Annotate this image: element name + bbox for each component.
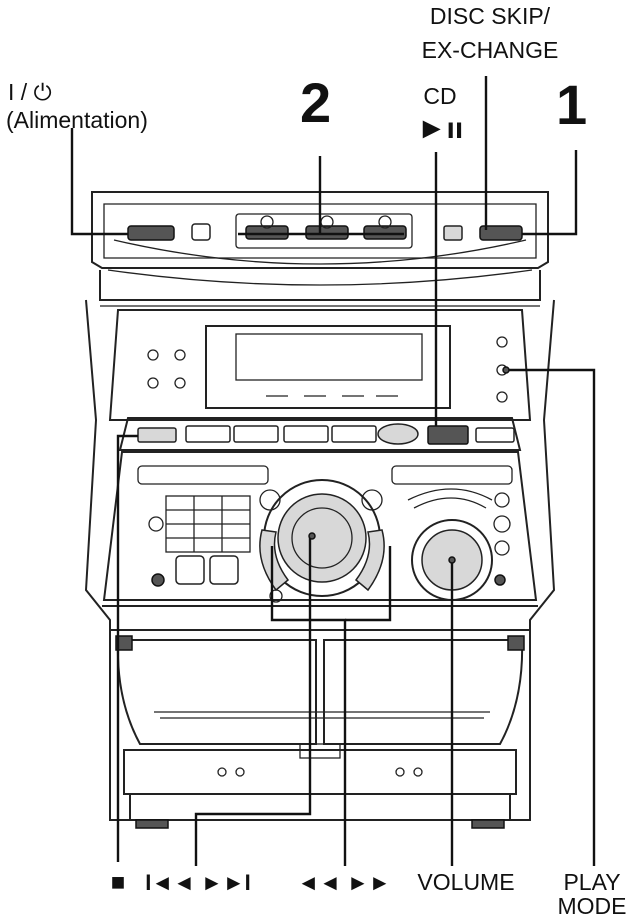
top-indicator	[443, 225, 463, 241]
function-button-1[interactable]	[185, 425, 231, 443]
display-panel	[108, 309, 532, 421]
cassette-button-right[interactable]	[209, 555, 239, 585]
leader-stop	[116, 434, 138, 862]
stop-button[interactable]	[137, 427, 177, 443]
leader-play-mode	[506, 368, 596, 866]
group-one-label: 1	[556, 73, 587, 136]
cd-play-pause-label: ►ıı	[417, 112, 463, 145]
leader-group-one	[522, 150, 578, 236]
function-button-2[interactable]	[233, 425, 279, 443]
stereo-unit	[84, 191, 556, 829]
rewind-ff-label: ◄◄ ►►	[297, 870, 390, 895]
lcd-screen	[235, 333, 423, 381]
cd-tray-button[interactable]	[427, 425, 469, 445]
disc-button-group-frame	[235, 213, 413, 249]
skip-lever-left[interactable]	[259, 529, 290, 592]
disc-1-button[interactable]	[245, 225, 289, 240]
function-button-4[interactable]	[331, 425, 377, 443]
stop-label: ■	[111, 869, 126, 896]
cassette-deck-left	[116, 639, 317, 745]
cassette-deck-right	[323, 639, 524, 745]
disc-2-button[interactable]	[305, 225, 349, 240]
play-mode-label-line2: MODE	[558, 893, 627, 917]
function-button-5[interactable]	[475, 427, 515, 443]
function-button-3[interactable]	[283, 425, 329, 443]
cd-label: CD	[423, 83, 456, 109]
leader-prev-next	[194, 536, 312, 866]
power-button[interactable]	[127, 225, 175, 241]
skip-lever-right[interactable]	[354, 529, 385, 592]
callout-lines	[70, 76, 596, 866]
cassette-button-left[interactable]	[175, 555, 205, 585]
disc-skip-label-line1: DISC SKIP/	[430, 3, 551, 29]
cd-play-pause-button[interactable]	[377, 423, 419, 445]
equalizer-buttons	[165, 495, 251, 553]
disc-3-button[interactable]	[363, 225, 407, 240]
leader-rewind-ff	[270, 546, 347, 866]
group-two-label: 2	[300, 71, 331, 134]
play-mode-label-line1: PLAY	[563, 869, 620, 895]
power-symbol-label: I / ⏻	[8, 79, 52, 105]
labels: I / ⏻ (Alimentation) 2 DISC SKIP/ EX-CHA…	[6, 3, 627, 917]
top-small-button[interactable]	[191, 223, 211, 241]
lcd-screen-frame	[205, 325, 451, 409]
prev-next-label: I◄◄ ►►I	[145, 870, 250, 895]
volume-label: VOLUME	[417, 869, 514, 895]
power-name-label: (Alimentation)	[6, 107, 148, 133]
jog-dial[interactable]	[277, 493, 367, 583]
leader-power	[70, 128, 128, 236]
disc-skip-label-line2: EX-CHANGE	[422, 37, 559, 63]
disc-changer-housing	[91, 191, 549, 269]
